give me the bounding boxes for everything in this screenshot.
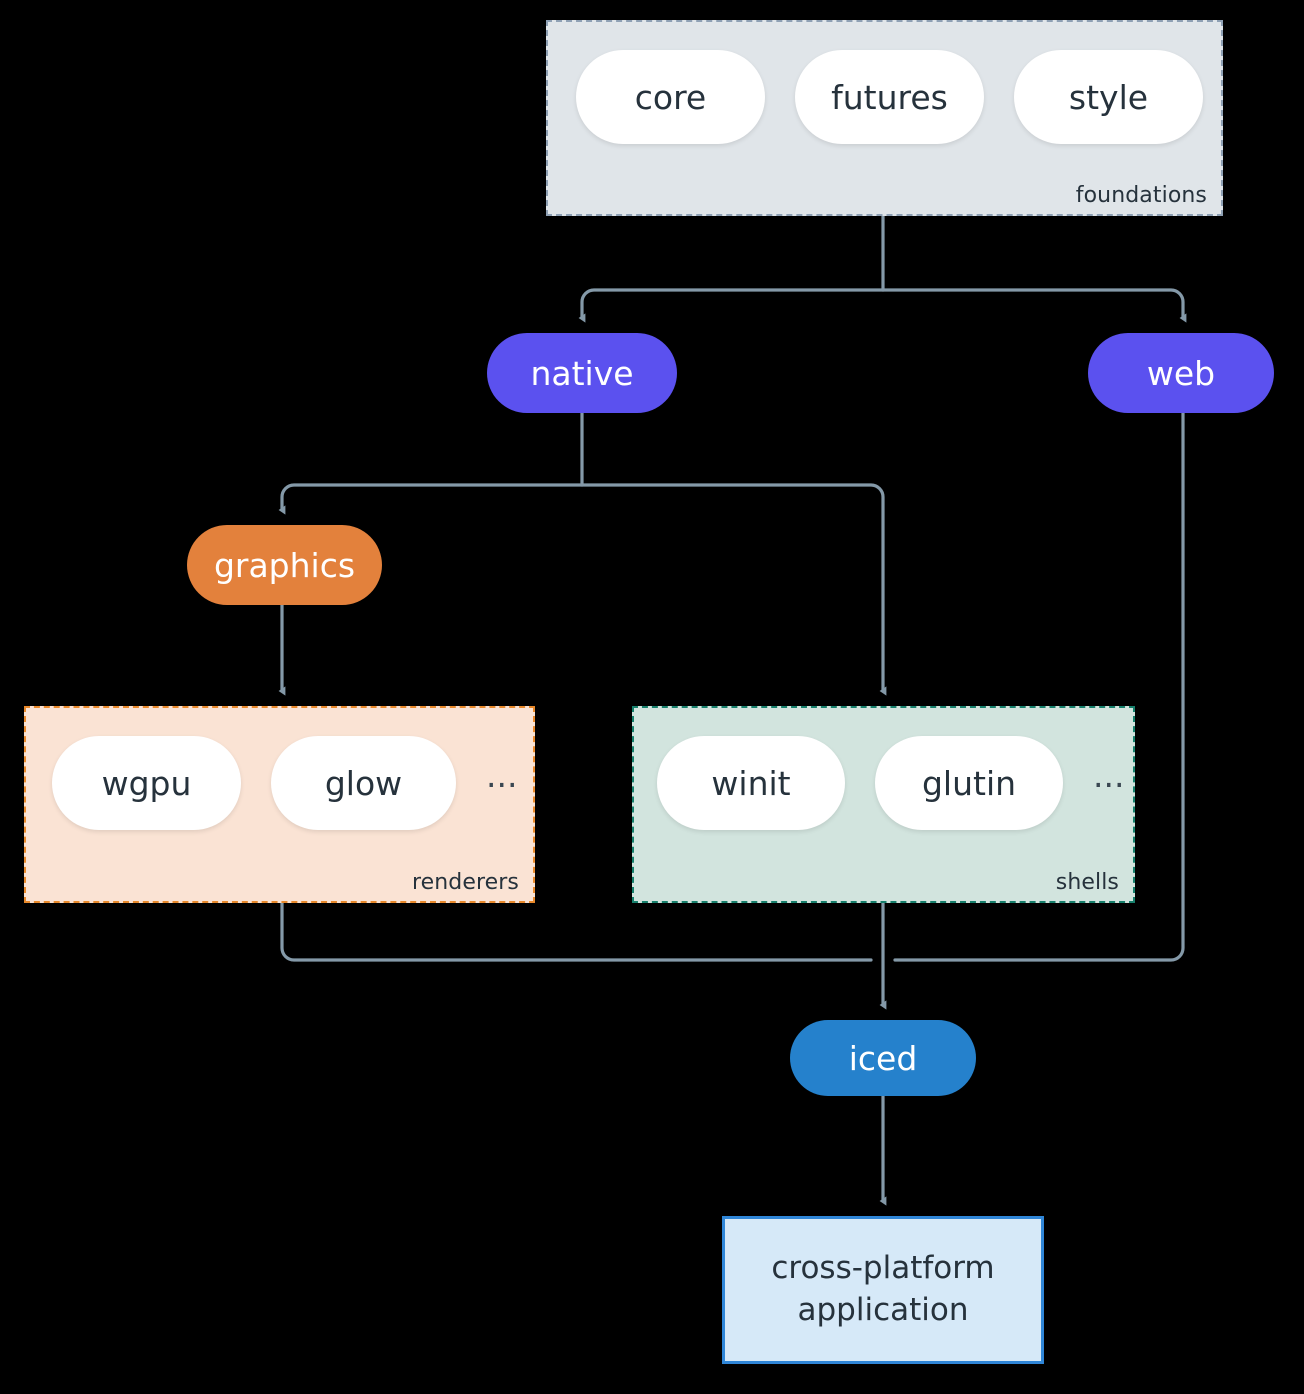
- group-label-foundations: foundations: [1075, 183, 1207, 208]
- group-label-shells: shells: [1055, 870, 1119, 895]
- application-line-2: application: [797, 1292, 969, 1328]
- pill-winit[interactable]: winit: [657, 736, 845, 830]
- edge-native-to-graphics: [278, 483, 584, 515]
- group-label-renderers: renderers: [411, 870, 519, 895]
- shells-items: winit glutin ...: [657, 736, 1124, 830]
- pill-style[interactable]: style: [1014, 50, 1203, 144]
- group-renderers: wgpu glow ... renderers: [24, 706, 535, 903]
- pill-glow[interactable]: glow: [271, 736, 456, 830]
- application-line-1: cross-platform: [771, 1250, 995, 1287]
- pill-futures[interactable]: futures: [795, 50, 984, 144]
- node-native[interactable]: native: [487, 333, 677, 413]
- node-iced[interactable]: iced: [790, 1020, 976, 1096]
- shells-more-ellipsis: ...: [1093, 756, 1125, 796]
- pill-glutin[interactable]: glutin: [875, 736, 1063, 830]
- edge-foundations-to-native: [578, 288, 885, 323]
- renderers-items: wgpu glow ...: [52, 736, 517, 830]
- pill-wgpu[interactable]: wgpu: [52, 736, 241, 830]
- edge-native-to-shells: [580, 483, 887, 696]
- edge-foundations-to-web: [881, 288, 1187, 323]
- edge-renderers-to-iced: [280, 901, 873, 962]
- node-cross-platform-application[interactable]: cross-platform application: [722, 1216, 1044, 1364]
- node-graphics[interactable]: graphics: [187, 525, 382, 605]
- foundations-items: core futures style: [576, 50, 1203, 144]
- group-shells: winit glutin ... shells: [632, 706, 1135, 903]
- renderers-more-ellipsis: ...: [486, 756, 518, 796]
- node-web[interactable]: web: [1088, 333, 1274, 413]
- group-foundations: core futures style foundations: [546, 20, 1223, 216]
- pill-core[interactable]: core: [576, 50, 765, 144]
